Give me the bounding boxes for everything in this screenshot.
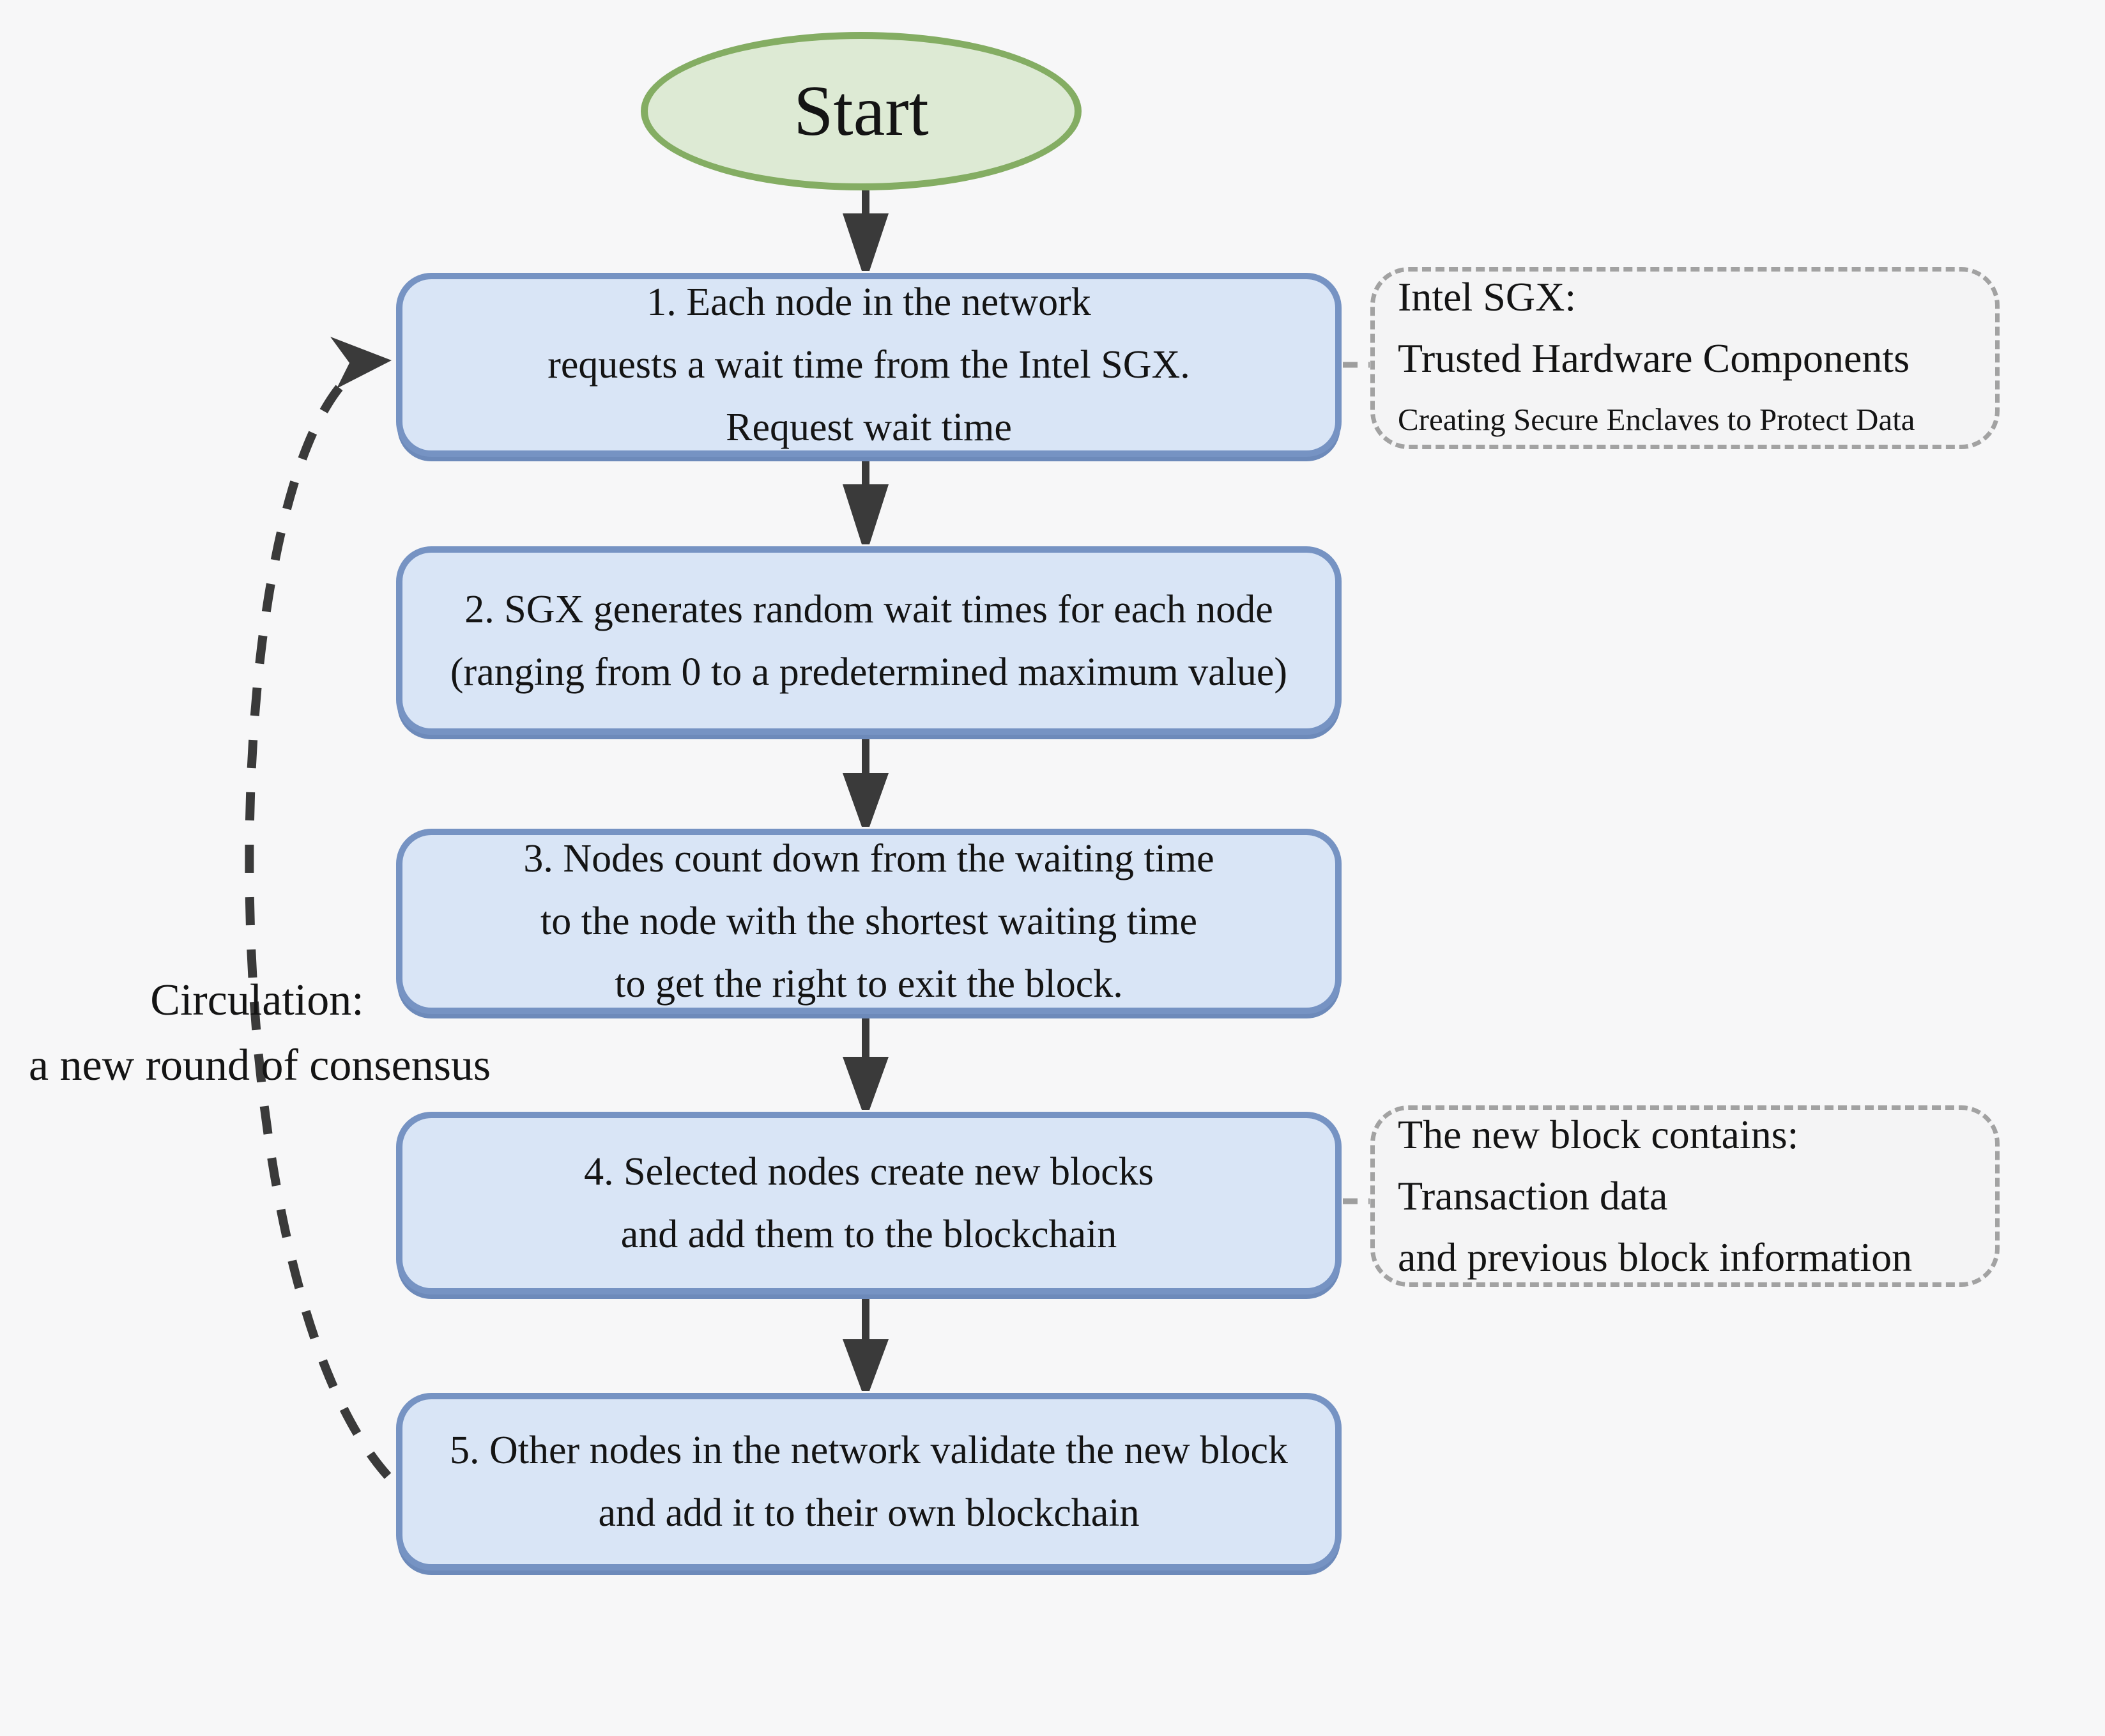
loop-label-line: Circulation: <box>150 976 364 1025</box>
note-new-block: The new block contains: Transaction data… <box>1370 1105 2000 1287</box>
step-2-line: 2. SGX generates random wait times for e… <box>464 587 1273 631</box>
step-node-3: 3. Nodes count down from the waiting tim… <box>396 829 1342 1014</box>
step-5-line: 5. Other nodes in the network validate t… <box>450 1429 1288 1472</box>
flow-arrow-start-to-1 <box>843 190 889 271</box>
step-1-line: requests a wait time from the Intel SGX. <box>547 343 1190 387</box>
step-node-2: 2. SGX generates random wait times for e… <box>396 546 1342 735</box>
note-intel-sgx: Intel SGX: Trusted Hardware Components C… <box>1370 267 2000 449</box>
loop-label-line: a new round of consensus <box>29 1041 491 1090</box>
flow-arrow-4-to-5 <box>843 1296 889 1391</box>
step-3-line: to get the right to exit the block. <box>615 962 1123 1006</box>
note-new-block-line: The new block contains: <box>1398 1112 1799 1157</box>
step-2-line: (ranging from 0 to a predetermined maxim… <box>450 650 1288 694</box>
step-4-line: 4. Selected nodes create new blocks <box>584 1150 1154 1194</box>
note-new-block-line: Transaction data <box>1398 1173 1668 1218</box>
step-4-line: and add them to the blockchain <box>620 1213 1117 1256</box>
start-node: Start <box>641 32 1082 190</box>
note-intel-sgx-line: Creating Secure Enclaves to Protect Data <box>1398 401 1915 437</box>
step-3-line: 3. Nodes count down from the waiting tim… <box>523 837 1214 880</box>
step-1-line: Request wait time <box>726 406 1012 449</box>
loop-label: Circulation: a new round of consensus <box>29 968 491 1098</box>
step-node-1: 1. Each node in the network requests a w… <box>396 273 1342 457</box>
step-5-line: and add it to their own blockchain <box>598 1491 1140 1535</box>
start-label: Start <box>793 71 929 151</box>
note-intel-sgx-line: Trusted Hardware Components <box>1398 335 1910 381</box>
flow-arrow-1-to-2 <box>843 457 889 544</box>
step-node-4: 4. Selected nodes create new blocks and … <box>396 1112 1342 1294</box>
note-new-block-line: and previous block information <box>1398 1234 1913 1280</box>
step-1-line: 1. Each node in the network <box>647 280 1091 324</box>
step-3-line: to the node with the shortest waiting ti… <box>540 900 1197 943</box>
step-node-5: 5. Other nodes in the network validate t… <box>396 1393 1342 1571</box>
flow-arrow-3-to-4 <box>843 1015 889 1110</box>
note-intel-sgx-line: Intel SGX: <box>1398 273 1577 319</box>
flow-arrow-2-to-3 <box>843 735 889 827</box>
loop-arrow <box>245 337 392 1479</box>
